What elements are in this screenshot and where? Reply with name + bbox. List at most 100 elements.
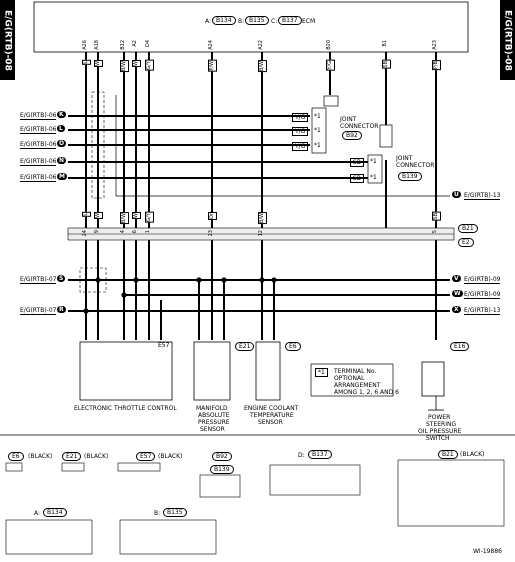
e16-name2: STEERING [426, 421, 457, 428]
e21-name3: PRESSURE [198, 419, 230, 426]
mid-wire-5: Or [208, 212, 217, 220]
mid-wire-1: W [94, 212, 103, 219]
right-ref-sheet-1: E/G(RTB)-09 [464, 276, 501, 284]
right-ref-sheet-0: E/G(RTB)-13 [464, 192, 501, 200]
right-ref-letter-2: W [452, 290, 463, 297]
e16-name1: POWER [428, 414, 451, 421]
right-ref-letter-0: U [452, 191, 461, 198]
ecm-wire-7: Y/G [326, 60, 335, 71]
ecm-wire-9: P/B [432, 60, 441, 71]
mid-wire-6: B/W [258, 212, 267, 225]
side-tab-right: E/G(RTB)-08 [500, 0, 515, 80]
left-ref-sheet-2: E/G(RTB)-06 [20, 141, 57, 149]
joint1-wire-1: Y/G [292, 113, 309, 122]
ecm-wire-8: SB [382, 60, 391, 69]
mid-pin-0: 24 [82, 230, 88, 237]
left-ref-sheet-1: E/G(RTB)-06 [20, 126, 57, 134]
e6-name2: TEMPERATURE [250, 412, 294, 419]
conn-e57-color: (BLACK) [158, 453, 183, 460]
mid-pin-7: 5 [432, 230, 438, 234]
ecm-pin-4: D4 [145, 40, 151, 48]
ecm-pin-1: A18 [94, 40, 100, 50]
ecm-pin-5: A24 [208, 40, 214, 50]
left-ref-sheet-0: E/G(RTB)-06 [20, 112, 57, 120]
ecm-a-label: A: [205, 18, 212, 25]
ecm-suffix: ECM [302, 18, 316, 25]
figure-id: WI-19886 [473, 548, 502, 555]
e16-ref: E16 [450, 342, 470, 351]
left-ref2-sheet-0: E/G(RTB)-07 [20, 276, 57, 284]
ecm-pin-9: A23 [432, 40, 438, 50]
note-line3: ARRANGEMENT [334, 382, 381, 389]
conn-a-prefix: A: [34, 510, 41, 517]
joint1-ref: B92 [342, 131, 362, 140]
ecm-wire-1: W [94, 60, 103, 67]
conn-e6-ref: E6 [8, 452, 24, 461]
left-ref-letter-1: L [57, 125, 65, 132]
ecm-c-ref: B137 [278, 16, 302, 25]
conn-b-ref: B135 [163, 508, 187, 517]
conn-e57-ref: E57 [136, 452, 156, 461]
mid-pin-5: 23 [208, 230, 214, 237]
mid-pin-6: 12 [258, 230, 264, 237]
ecm-wire-3: W [132, 60, 141, 67]
e6-name3: SENSOR [258, 419, 283, 426]
joint2-pin-2: *1 [370, 174, 377, 181]
joint2-label2: CONNECTOR [396, 162, 435, 169]
ecm-c-label: C: [271, 18, 278, 25]
left-ref2-letter-0: S [57, 275, 66, 282]
mid-wire-3: W [132, 212, 141, 219]
e21-name2: ABSOLUTE [198, 412, 230, 419]
joint1-label2: CONNECTOR [340, 123, 379, 130]
note-line4: AMONG 1, 2, 6 AND 6 [334, 389, 399, 396]
ecm-wire-6: B/W [258, 60, 267, 73]
mid-pin-1: 9 [94, 230, 100, 234]
conn-b-prefix: B: [154, 510, 161, 517]
e6-ref: E6 [285, 342, 301, 351]
side-tab-left: E/G(RTB)-08 [0, 0, 15, 80]
conn-a-ref: B134 [43, 508, 67, 517]
left-ref-letter-0: K [57, 111, 66, 118]
joint2-pin-1: *1 [370, 158, 377, 165]
joint2-wire-1: SB [350, 158, 364, 167]
conn-e21-ref: E21 [62, 452, 82, 461]
bus-e2: E2 [458, 238, 474, 247]
ecm-pin-0: A26 [82, 40, 88, 50]
e57-ref: E57 [158, 342, 170, 349]
ecm-wire-0: L [82, 60, 91, 65]
ecm-pin-7: B20 [326, 40, 332, 50]
note-mark: *1 [315, 368, 328, 377]
e16-name4: SWITCH [426, 435, 450, 442]
mid-wire-0: L [82, 212, 91, 217]
joint1-pin-1: *1 [314, 113, 321, 120]
mid-pin-3: 6 [132, 230, 138, 234]
mid-wire-7: SB [432, 212, 441, 221]
conn-b21-color: (BLACK) [460, 451, 485, 458]
conn-b21-ref: B21 [438, 450, 458, 459]
conn-d-prefix: D: [298, 452, 305, 459]
e16-name3: OIL PRESSURE [418, 428, 462, 435]
ecm-pin-3: A2 [132, 40, 138, 47]
e57-name: ELECTRONIC THROTTLE CONTROL [74, 405, 177, 412]
conn-b139-ref: B139 [210, 465, 234, 474]
ecm-wire-2: B/W [120, 60, 129, 73]
right-ref-letter-3: X [452, 306, 461, 313]
e21-ref: E21 [235, 342, 255, 351]
joint1-wire-3: Y/G [292, 142, 309, 151]
mid-wire-2: B/W [120, 212, 129, 225]
left-ref2-letter-1: R [57, 306, 66, 313]
right-ref-sheet-3: E/G(RTB)-13 [464, 307, 501, 315]
joint2-ref: B139 [398, 172, 422, 181]
mid-pin-4: 1 [145, 230, 151, 234]
right-ref-sheet-2: E/G(RTB)-09 [464, 291, 501, 299]
left-ref-sheet-4: E/G(RTB)-06 [20, 174, 57, 182]
mid-pin-2: 4 [120, 230, 126, 234]
right-ref-letter-1: V [452, 275, 461, 282]
ecm-a-ref: B134 [212, 16, 236, 25]
e6-name1: ENGINE COOLANT [244, 405, 299, 412]
ecm-b-label: B: [238, 18, 245, 25]
left-ref2-sheet-1: E/G(RTB)-07 [20, 307, 57, 315]
e21-name4: SENSOR [200, 426, 225, 433]
joint1-label1: JOINT [340, 116, 357, 123]
